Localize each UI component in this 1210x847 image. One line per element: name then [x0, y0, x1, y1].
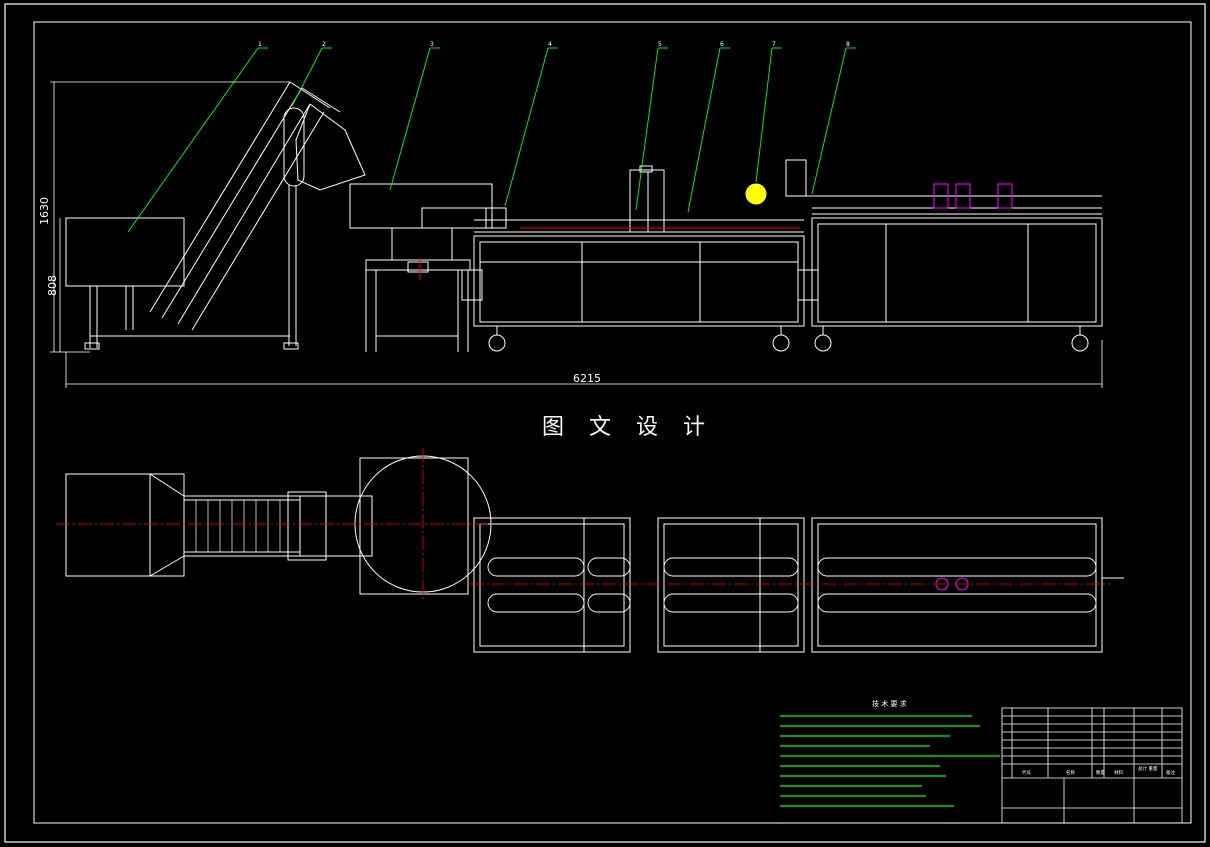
products [933, 183, 1013, 209]
plan-belts [487, 557, 1097, 613]
dimension-total-length: 6215 [573, 372, 601, 385]
dimension-overall-height: 1630 [38, 197, 51, 225]
balloon-3: 3 [430, 41, 434, 48]
plan-conveyor-2 [657, 517, 805, 653]
title-block-name: 名称 [1066, 769, 1075, 776]
balloon-5: 5 [658, 41, 662, 48]
balloon-2: 2 [322, 41, 326, 48]
inclined-elevator [149, 81, 366, 350]
balloon-7: 7 [772, 41, 776, 48]
balloon-1: 1 [258, 41, 262, 48]
title-block-material: 材料 [1114, 769, 1123, 776]
balloon-4: 4 [548, 41, 552, 48]
title-block-qty: 数量 [1096, 769, 1105, 776]
plan-conveyor-1 [473, 517, 631, 653]
balloon-8: 8 [846, 41, 850, 48]
plan-conveyor-3 [811, 517, 1124, 653]
hopper [65, 217, 290, 350]
title-block [1001, 707, 1183, 824]
plan-elevator [183, 491, 373, 561]
outer-sheet-border [4, 3, 1206, 843]
tech-requirements-title: 技 术 要 求 [872, 699, 907, 708]
tech-requirement-lines [780, 715, 1000, 807]
red-marks [419, 227, 800, 280]
watermark-text: 图 文 设 计 [542, 415, 714, 440]
conveyor-frame-2 [785, 159, 1103, 352]
feeder-unit [349, 183, 493, 352]
title-block-total-weight: 总计 重量 [1138, 765, 1158, 772]
leader-lines [127, 47, 856, 233]
dimension-table-height: 808 [46, 275, 59, 296]
technical-requirements: 技 术 要 求 [780, 699, 1000, 807]
plan-slat-lines [195, 500, 281, 552]
balloon-labels: 1 2 3 4 5 6 7 8 [258, 41, 850, 48]
centerlines [56, 448, 1110, 600]
gauge [745, 183, 767, 205]
lifting-gate [629, 165, 665, 233]
title-block-code: 代号 [1022, 769, 1031, 776]
elevation-view [65, 81, 1103, 352]
dimension-lines [50, 81, 1103, 388]
plan-view [65, 455, 1124, 653]
title-block-text: 代号 名称 材料 数量 备注 总计 重量 [1022, 765, 1175, 776]
balloon-6: 6 [720, 41, 724, 48]
title-block-note: 备注 [1166, 769, 1175, 776]
inner-drawing-border [33, 21, 1192, 824]
